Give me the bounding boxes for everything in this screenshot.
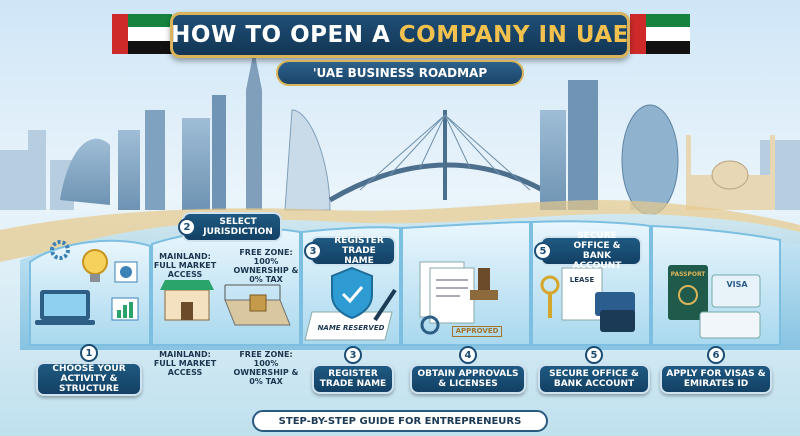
top-label-trade-name: REGISTER TRADE NAME [310, 236, 396, 266]
step-1-number: 1 [80, 344, 98, 362]
freezone-note-bottom: FREE ZONE: 100% OWNERSHIP & 0% TAX [233, 350, 299, 386]
step-1-label: CHOOSE YOUR ACTIVITY & STRUCTURE [36, 362, 142, 396]
step-1-text: CHOOSE YOUR ACTIVITY & STRUCTURE [52, 364, 126, 394]
step-6-label: APPLY FOR VISAS & EMIRATES ID [660, 364, 772, 394]
mainland-note-bottom: MAINLAND: FULL MARKET ACCESS [153, 350, 217, 377]
step-3-text: REGISTER TRADE NAME [319, 369, 387, 389]
page-title: HOW TO OPEN A COMPANY IN UAE [171, 22, 629, 48]
step-4-number: 4 [459, 346, 477, 364]
top-label-trade-name-text: REGISTER TRADE NAME [334, 236, 384, 266]
step-5-label: SECURE OFFICE & BANK ACCOUNT [538, 364, 650, 394]
top-label-jurisdiction: SELECT JURISDICTION [182, 212, 282, 242]
top-step-number-2: 2 [178, 218, 196, 236]
top-label-office-text: SECURE OFFICE & BANK ACCOUNT [572, 231, 622, 271]
footer-banner: STEP-BY-STEP GUIDE FOR ENTREPRENEURS [252, 410, 548, 432]
subtitle-banner: 'UAE BUSINESS ROADMAP [276, 60, 524, 86]
step-5-text: SECURE OFFICE & BANK ACCOUNT [549, 369, 639, 389]
mainland-note-top: MAINLAND: FULL MARKET ACCESS [153, 252, 217, 279]
step-4-text: OBTAIN APPROVALS & LICENSES [417, 369, 519, 389]
freezone-note-top: FREE ZONE: 100% OWNERSHIP & 0% TAX [233, 248, 299, 284]
step-4-label: OBTAIN APPROVALS & LICENSES [410, 364, 526, 394]
top-step-number-5: 5 [534, 242, 552, 260]
passport-label: PASSPORT [670, 271, 706, 278]
top-label-jurisdiction-text: SELECT JURISDICTION [203, 217, 273, 237]
page-subtitle: 'UAE BUSINESS ROADMAP [312, 66, 488, 80]
step-3-number: 3 [344, 346, 362, 364]
title-banner: HOW TO OPEN A COMPANY IN UAE [170, 12, 630, 58]
step-5-number: 5 [585, 346, 603, 364]
step-6-number: 6 [707, 346, 725, 364]
step-3-label: REGISTER TRADE NAME [312, 364, 394, 394]
top-label-office: SECURE OFFICE & BANK ACCOUNT [540, 231, 642, 271]
uae-flag-left-icon [112, 14, 172, 54]
approved-stamp: APPROVED [452, 326, 502, 337]
top-step-number-3: 3 [304, 242, 322, 260]
step-6-text: APPLY FOR VISAS & EMIRATES ID [666, 369, 766, 389]
name-reserved-tag: NAME RESERVED [317, 324, 385, 332]
visa-label: VISA [726, 280, 748, 289]
uae-flag-right-icon [630, 14, 690, 54]
footer-text: STEP-BY-STEP GUIDE FOR ENTREPRENEURS [278, 415, 522, 427]
lease-document-label: LEASE [569, 276, 595, 284]
